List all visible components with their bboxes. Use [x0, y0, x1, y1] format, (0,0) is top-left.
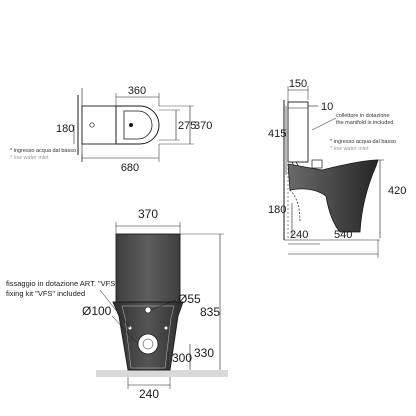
dim-420: 420: [388, 185, 406, 197]
note-inlet-en: * low water inlet: [10, 155, 49, 161]
dim-370-top: 370: [194, 120, 212, 132]
bowl-side-body: [287, 159, 379, 233]
side-view: 150 10 415 420 180 240 540 collettore in…: [268, 78, 406, 258]
dim-300: 300: [172, 351, 192, 365]
dim-180-side: 180: [268, 204, 286, 216]
note-fixing-en: fixing kit "VFS" included: [6, 289, 85, 298]
dim-10: 10: [321, 101, 333, 113]
hole-100-icon: [137, 333, 159, 355]
dim-240-front: 240: [139, 387, 159, 401]
front-view: 370 835 Ø55 Ø100 300 330 240 fissaggio i…: [6, 207, 228, 401]
dim-o55: Ø55: [178, 292, 201, 306]
note-manifold-it: collettore in dotazione: [336, 113, 390, 119]
dim-360: 360: [128, 85, 146, 97]
dim-835: 835: [200, 305, 220, 319]
dim-415: 415: [268, 128, 286, 140]
tank-side-outline: [287, 101, 309, 163]
screw-right-icon: [164, 326, 168, 330]
floor-band: [96, 370, 228, 377]
note-manifold-en: the manifold is included: [336, 120, 393, 126]
tank-front: [115, 233, 181, 303]
note-inlet-it: * ingresso acqua dal basso: [10, 148, 76, 154]
note-inlet-side-en: * low water inlet: [330, 146, 369, 152]
inlet-hole-icon: [89, 122, 95, 128]
dim-240-side: 240: [290, 229, 308, 241]
dim-330: 330: [194, 346, 214, 360]
note-inlet-side-it: * ingresso acqua dal basso: [330, 139, 396, 145]
hole-55-icon: [144, 306, 152, 314]
dim-370-front: 370: [138, 207, 158, 221]
dim-180-top: 180: [56, 123, 74, 135]
dim-150: 150: [289, 78, 307, 90]
dim-o100: Ø100: [82, 304, 112, 318]
dim-275: 275: [178, 120, 196, 132]
tank-plan-outline: [81, 105, 117, 145]
note-fixing-it: fissaggio in dotazione ART. "VFS": [6, 279, 118, 288]
dim-680: 680: [121, 162, 139, 174]
manifold-icon: [311, 159, 323, 169]
top-view: 360 680 180 275 370 * ingresso acqua dal…: [10, 85, 212, 174]
dim-540: 540: [334, 229, 352, 241]
bowl-plan-outline: [115, 105, 160, 145]
